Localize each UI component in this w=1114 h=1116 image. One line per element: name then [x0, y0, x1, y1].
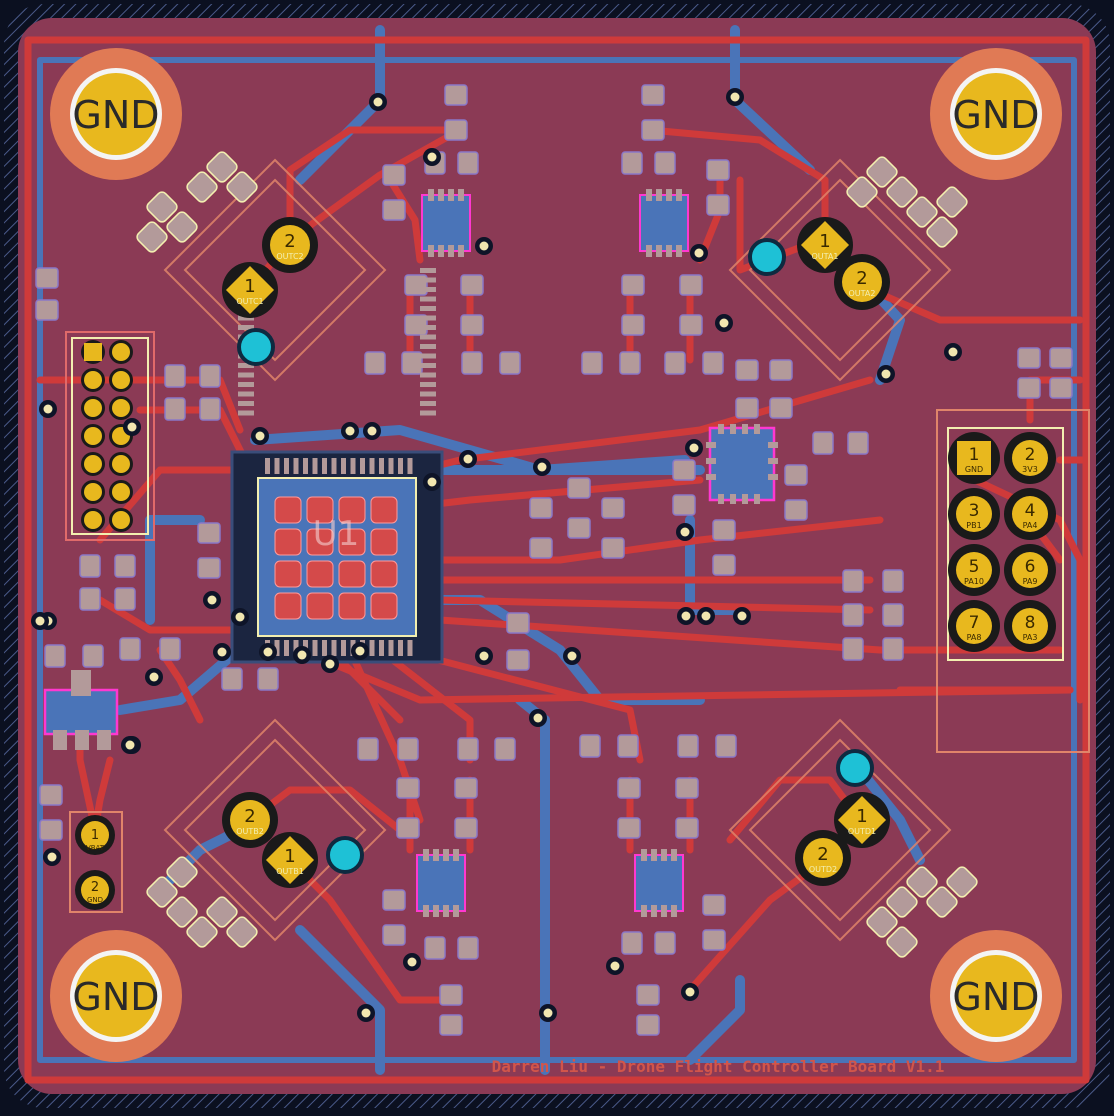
header-pin-label: PB1	[966, 521, 981, 530]
motor-pin1-label: OUTD1	[848, 827, 876, 836]
header-pin	[84, 371, 102, 389]
header-pin	[112, 399, 130, 417]
driver-ics	[43, 189, 778, 917]
header-pin	[112, 483, 130, 501]
motor-pin1-number: 1	[284, 846, 295, 867]
motor-keepouts	[163, 158, 952, 942]
header-pin-label: PA10	[964, 577, 984, 586]
vias	[31, 88, 962, 1022]
battery-connector: 1 VBAT 2 GND	[69, 811, 123, 913]
header-pin	[112, 455, 130, 473]
header-pin-number: 3	[969, 501, 980, 521]
motor-pin2-number: 2	[817, 844, 828, 865]
mcu-chip: U1	[230, 268, 444, 664]
motor-pin2-label: OUTC2	[276, 252, 303, 261]
header-pin-number: 8	[1025, 613, 1036, 633]
imu-chip	[706, 424, 778, 504]
motor-pin1-number: 1	[856, 806, 867, 827]
motor-pin2-number: 2	[284, 231, 295, 252]
header-pin-number: 5	[969, 557, 980, 577]
header-pin	[84, 399, 102, 417]
motor-connectors: 1OUTC12OUTC21OUTA12OUTA21OUTB12OUTB21OUT…	[222, 217, 890, 888]
mounting-hole-label: GND	[952, 975, 1039, 1019]
mounting-hole-mh-tl: GND	[50, 48, 182, 180]
mcu-silk: U1	[313, 514, 360, 554]
header-pin	[112, 343, 130, 361]
header-pin-1	[84, 343, 102, 361]
mounting-hole-mh-tr: GND	[930, 48, 1062, 180]
motor-pin1-label: OUTC1	[236, 297, 263, 306]
header-pin-label: PA3	[1023, 633, 1038, 642]
motor-pin2-number: 2	[856, 268, 867, 289]
bat-pin2-num: 2	[91, 880, 99, 895]
esc-pads	[136, 151, 978, 958]
motor-pin2-label: OUTB2	[236, 827, 264, 836]
header-pin	[84, 455, 102, 473]
header-pin-number: 1	[969, 445, 980, 465]
mounting-hole-label: GND	[952, 93, 1039, 137]
motor-pin2-number: 2	[244, 806, 255, 827]
bat-pin1-num: 1	[91, 828, 99, 843]
header-pin	[112, 511, 130, 529]
left-header	[65, 331, 155, 541]
motor-pin1-label: OUTB1	[276, 867, 304, 876]
mounting-hole-mh-bl: GND	[50, 930, 182, 1062]
motor-pin1-number: 1	[244, 276, 255, 297]
header-pin-number: 4	[1025, 501, 1036, 521]
bat-pin1-label: VBAT	[86, 844, 105, 852]
regulator-chip	[43, 670, 119, 750]
mounting-holes: GND GND GND GND	[50, 48, 1062, 1062]
test-points	[237, 238, 874, 874]
header-pin-label: PA9	[1023, 577, 1038, 586]
mounting-hole-label: GND	[72, 93, 159, 137]
header-pin-label: GND	[965, 465, 983, 474]
header-pin-number: 2	[1025, 445, 1036, 465]
header-pin-label: 3V3	[1022, 465, 1038, 474]
board-title: Darren Liu - Drone Flight Controller Boa…	[492, 1057, 945, 1076]
mounting-hole-mh-br: GND	[930, 930, 1062, 1062]
header-pin-number: 7	[969, 613, 980, 633]
motor-pin2-label: OUTD2	[809, 865, 837, 874]
header-pin	[84, 483, 102, 501]
header-pin-label: PA4	[1023, 521, 1038, 530]
motor-pin1-number: 1	[819, 231, 830, 252]
header-pin-number: 6	[1025, 557, 1036, 577]
header-pin	[112, 371, 130, 389]
bat-pin2-label: GND	[87, 896, 103, 904]
smd-passives	[35, 84, 1073, 1036]
copper-fill	[18, 18, 1096, 1094]
mounting-hole-label: GND	[72, 975, 159, 1019]
motor-pin1-label: OUTA1	[812, 252, 839, 261]
motor-pin2-label: OUTA2	[849, 289, 876, 298]
header-pin	[84, 427, 102, 445]
header-pin-label: PA8	[967, 633, 982, 642]
header-pin	[84, 511, 102, 529]
